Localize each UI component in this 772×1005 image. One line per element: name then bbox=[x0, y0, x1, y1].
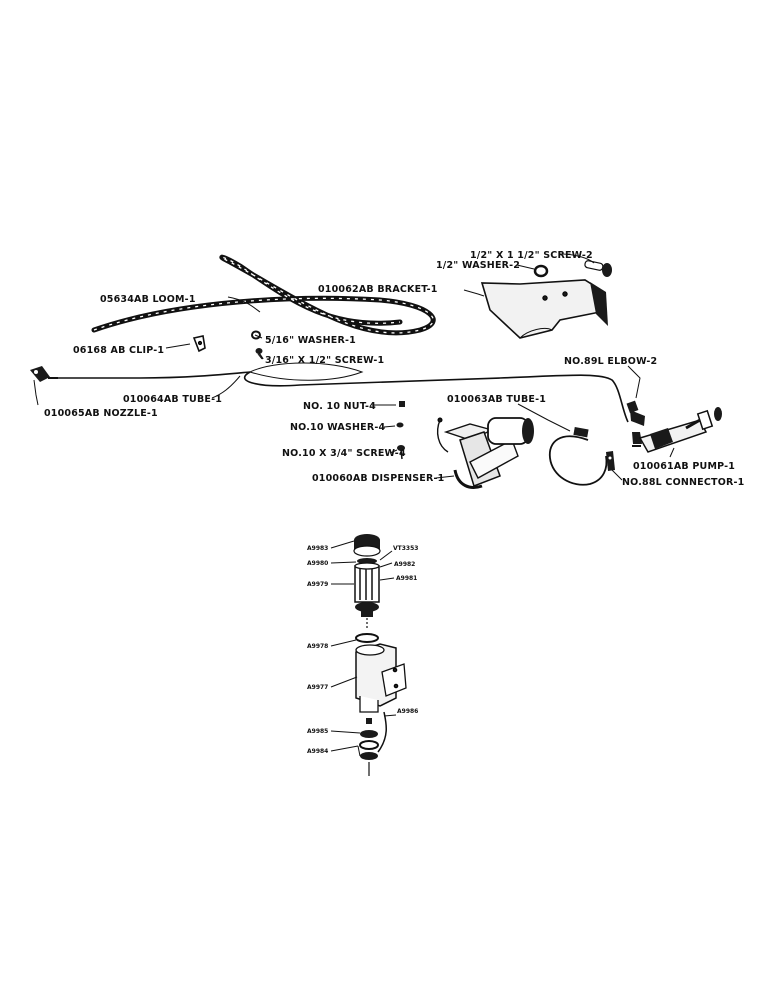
label-pump: 010061AB PUMP-1 bbox=[633, 461, 735, 472]
label-a9981: A9981 bbox=[396, 575, 417, 582]
label-tube-064: 010064AB TUBE-1 bbox=[123, 394, 222, 405]
tube-063-drawing bbox=[549, 427, 608, 486]
label-screw-half: 1/2" X 1 1/2" SCREW-2 bbox=[470, 250, 593, 261]
label-loom: 05634AB LOOM-1 bbox=[100, 294, 196, 305]
clip-drawing bbox=[192, 335, 206, 353]
label-washer-5-16: 5/16" WASHER-1 bbox=[265, 335, 356, 346]
dispenser-detail-drawing bbox=[353, 534, 407, 776]
label-vt3353: VT3353 bbox=[393, 545, 418, 552]
label-a9984: A9984 bbox=[307, 748, 328, 755]
label-connector: NO.88L CONNECTOR-1 bbox=[622, 477, 744, 488]
half-inch-washer-drawing bbox=[533, 264, 549, 278]
half-inch-screw-drawing bbox=[584, 260, 612, 277]
pump-drawing bbox=[632, 407, 722, 453]
loom-drawing bbox=[91, 254, 436, 336]
elbow-drawing bbox=[626, 400, 645, 444]
small-screw-drawing bbox=[255, 348, 264, 360]
connector-drawing bbox=[606, 451, 615, 471]
label-bracket: 010062AB BRACKET-1 bbox=[318, 284, 438, 295]
label-washer-no10: NO.10 WASHER-4 bbox=[290, 422, 385, 433]
nozzle-drawing bbox=[30, 366, 58, 382]
label-screw-3-16: 3/16" X 1/2" SCREW-1 bbox=[265, 355, 384, 366]
no10-washer-drawing bbox=[396, 422, 404, 428]
label-a9978: A9978 bbox=[307, 643, 328, 650]
label-a9986: A9986 bbox=[397, 708, 418, 715]
label-a9979: A9979 bbox=[307, 581, 328, 588]
tube-064-drawing bbox=[58, 362, 629, 423]
label-dispenser: 010060AB DISPENSER-1 bbox=[312, 473, 444, 484]
no10-screw-drawing bbox=[397, 445, 405, 460]
label-a9985: A9985 bbox=[307, 728, 328, 735]
no10-nut-drawing bbox=[399, 401, 405, 407]
label-nut: NO. 10 NUT-4 bbox=[303, 401, 376, 412]
label-a9983: A9983 bbox=[307, 545, 328, 552]
label-tube-063: 010063AB TUBE-1 bbox=[447, 394, 546, 405]
label-a9977: A9977 bbox=[307, 684, 328, 691]
label-screw-no10: NO.10 X 3/4" SCREW-4 bbox=[282, 448, 406, 459]
leader-lines-lower bbox=[330, 540, 397, 757]
leader-lines-upper bbox=[33, 253, 675, 481]
label-elbow: NO.89L ELBOW-2 bbox=[564, 356, 657, 367]
dispenser-drawing bbox=[436, 417, 534, 489]
bracket-drawing bbox=[480, 279, 608, 339]
label-a9980: A9980 bbox=[307, 560, 328, 567]
label-clip: 06168 AB CLIP-1 bbox=[73, 345, 164, 356]
label-washer-half: 1/2" WASHER-2 bbox=[436, 260, 520, 271]
label-a9982: A9982 bbox=[394, 561, 415, 568]
label-nozzle: 010065AB NOZZLE-1 bbox=[44, 408, 158, 419]
